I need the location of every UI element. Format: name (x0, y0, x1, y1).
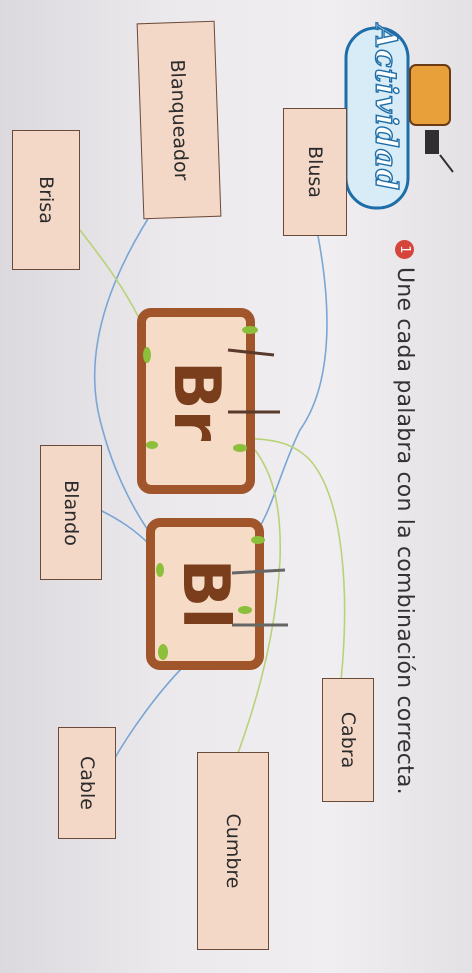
leaf-icon (158, 644, 168, 660)
leaf-icon (156, 563, 164, 577)
leaf-icon (251, 536, 265, 544)
leaf-icon (242, 326, 258, 334)
leaf-icon (143, 347, 151, 363)
leaf-icon (238, 606, 252, 614)
leaf-icon (233, 444, 247, 452)
leaf-icon (146, 441, 158, 449)
